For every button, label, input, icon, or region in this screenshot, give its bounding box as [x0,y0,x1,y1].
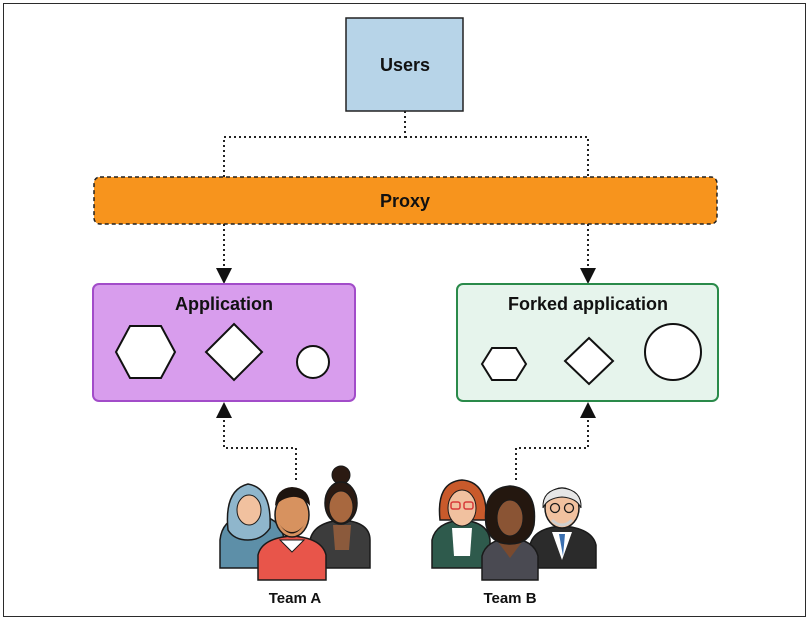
team-a-label: Team A [269,590,322,607]
diagram-frame [3,3,806,617]
team-b-label: Team B [483,590,536,607]
application-label: Application [175,294,273,314]
person-curly-hair-woman-icon [481,485,539,581]
person-glasses-woman-icon [431,479,491,569]
application-node: Application [92,283,356,402]
team-b-people-illustration [431,479,597,581]
circle-shape [296,345,330,379]
person-older-man-icon [529,487,597,569]
hexagon-shape [114,325,177,379]
users-to-proxy-connector [223,111,589,177]
team-b-to-forked-application-arrow [515,402,596,480]
hexagon-shape [480,347,528,381]
diamond-shape [563,336,615,386]
person-bearded-man-icon [257,487,327,581]
proxy-node: Proxy [93,176,718,225]
users-label: Users [380,55,430,75]
circle-shape [644,323,702,381]
forked-application-node: Forked application [456,283,719,402]
team-a-people-illustration [219,465,371,581]
diamond-shape [204,322,264,382]
team-a-to-application-arrow [216,402,297,480]
forked-application-label: Forked application [508,294,668,314]
proxy-label: Proxy [380,191,430,211]
users-node: Users [345,17,464,112]
person-bun-icon [309,465,371,569]
